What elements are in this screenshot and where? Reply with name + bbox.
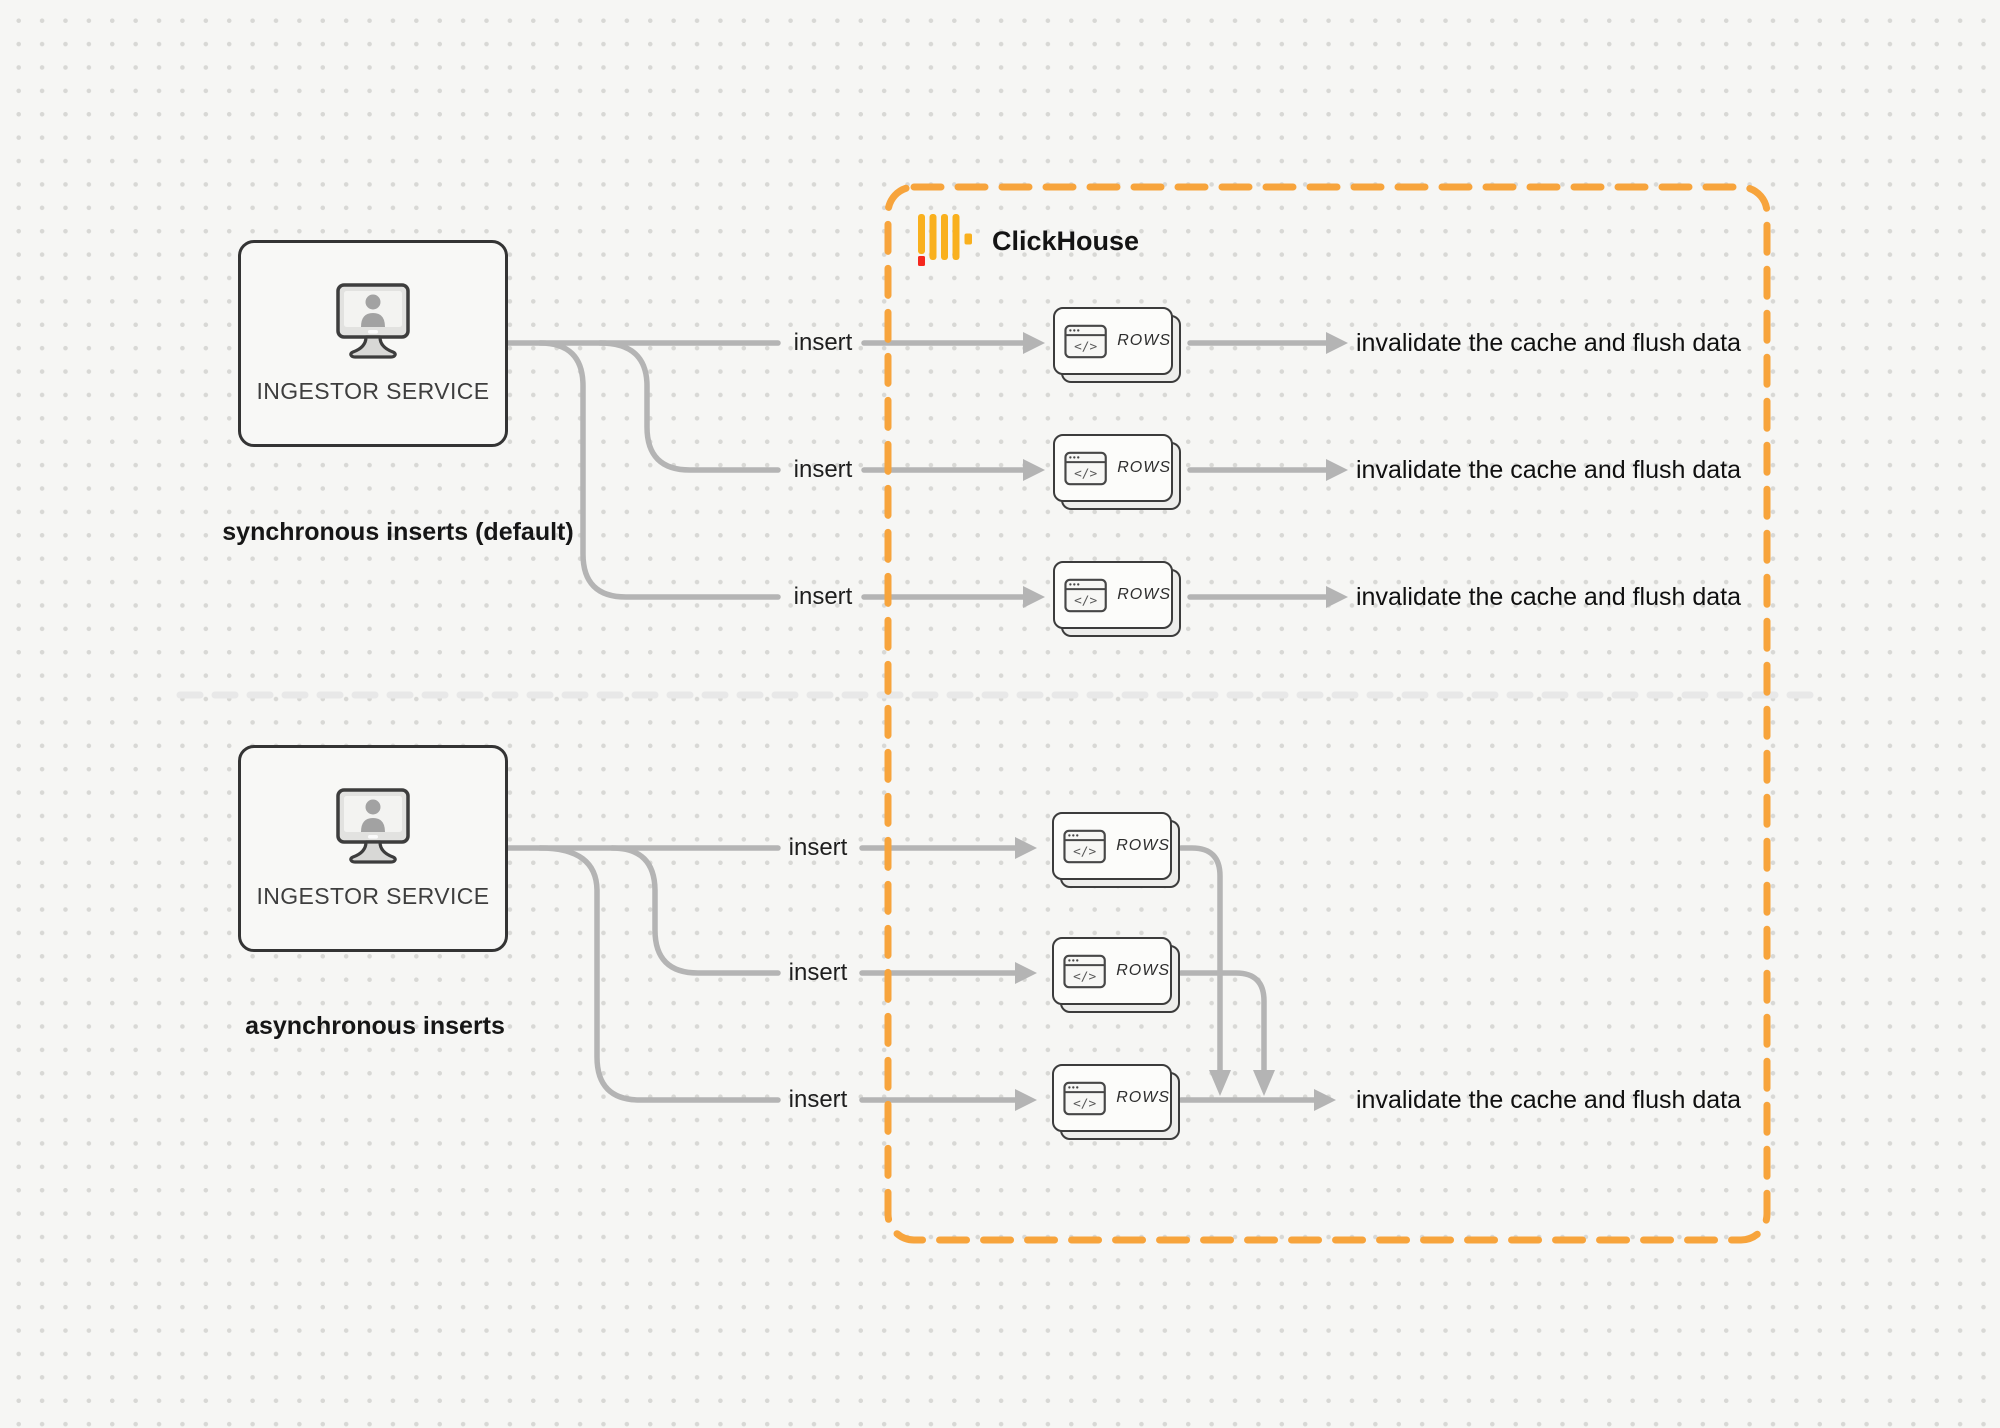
code-window-icon: </> [1063, 954, 1106, 988]
code-window-icon: </> [1064, 451, 1107, 485]
insert-label: insert [793, 456, 853, 483]
clickhouse-label: ClickHouse [992, 225, 1140, 256]
result-label: invalidate the cache and flush data [1356, 1086, 1741, 1114]
code-window-icon: </> [1063, 1081, 1106, 1115]
ingestor-service-label: INGESTOR SERVICE [256, 378, 490, 404]
rows-card: </> ROWS [1053, 561, 1173, 629]
insert-label: insert [788, 1086, 848, 1113]
rows-node: </> ROWS [1052, 1064, 1180, 1140]
result-label: invalidate the cache and flush data [1356, 329, 1741, 357]
monitor-user-icon [336, 283, 410, 359]
rows-label: ROWS [1116, 837, 1170, 854]
sync-connectors [505, 332, 1348, 608]
rows-label: ROWS [1117, 332, 1171, 349]
ingestor-service-node-async: INGESTOR SERVICE [238, 745, 508, 952]
ingestor-service-label: INGESTOR SERVICE [256, 883, 490, 909]
rows-label: ROWS [1117, 586, 1171, 603]
sync-caption: synchronous inserts (default) [222, 518, 574, 546]
insert-label: insert [788, 959, 848, 986]
svg-text:</>: </> [1074, 466, 1097, 481]
monitor-user-icon [336, 788, 410, 864]
insert-label: insert [788, 834, 848, 861]
svg-text:</>: </> [1073, 969, 1096, 984]
code-window-icon: </> [1064, 324, 1107, 358]
rows-label: ROWS [1116, 962, 1170, 979]
rows-label: ROWS [1116, 1089, 1170, 1106]
code-window-icon: </> [1064, 578, 1107, 612]
clickhouse-logo: ClickHouse [918, 212, 1139, 270]
rows-node: </> ROWS [1052, 812, 1180, 888]
rows-node: </> ROWS [1052, 937, 1180, 1013]
insert-label: insert [793, 329, 853, 356]
rows-card: </> ROWS [1052, 1064, 1172, 1132]
ingestor-service-node-sync: INGESTOR SERVICE [238, 240, 508, 447]
svg-text:</>: </> [1073, 844, 1096, 859]
result-label: invalidate the cache and flush data [1356, 583, 1741, 611]
result-label: invalidate the cache and flush data [1356, 456, 1741, 484]
async-connectors [504, 837, 1336, 1111]
rows-label: ROWS [1117, 459, 1171, 476]
async-caption: asynchronous inserts [245, 1012, 505, 1040]
rows-card: </> ROWS [1053, 307, 1173, 375]
svg-text:</>: </> [1074, 339, 1097, 354]
rows-node: </> ROWS [1053, 561, 1181, 637]
rows-card: </> ROWS [1052, 937, 1172, 1005]
rows-card: </> ROWS [1052, 812, 1172, 880]
insert-label: insert [793, 583, 853, 610]
clickhouse-bars-icon [918, 214, 972, 266]
rows-node: </> ROWS [1053, 434, 1181, 510]
rows-card: </> ROWS [1053, 434, 1173, 502]
code-window-icon: </> [1063, 829, 1106, 863]
svg-text:</>: </> [1074, 593, 1097, 608]
svg-text:</>: </> [1073, 1096, 1096, 1111]
rows-node: </> ROWS [1053, 307, 1181, 383]
